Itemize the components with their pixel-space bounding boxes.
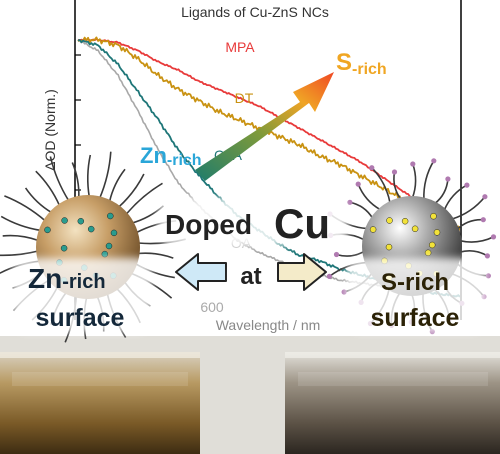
ligand-chain bbox=[0, 215, 42, 232]
s-rich-annotation: S-rich bbox=[336, 49, 387, 78]
surface-atom bbox=[105, 242, 113, 250]
right-caption-surface: surface bbox=[371, 304, 460, 332]
ligand-chain bbox=[35, 170, 61, 207]
ligand-end-group bbox=[431, 158, 437, 164]
surface-atom bbox=[77, 217, 85, 225]
ligand-chain bbox=[2, 234, 39, 242]
surface-atom bbox=[411, 225, 419, 233]
ligand-end-group bbox=[391, 169, 398, 175]
left-block-arrow bbox=[175, 253, 227, 291]
surface-atom bbox=[428, 241, 436, 249]
ligand-chain bbox=[98, 151, 112, 199]
ligand-end-group bbox=[445, 176, 451, 182]
surface-atom bbox=[433, 229, 441, 236]
ligand-chain bbox=[411, 163, 417, 199]
surface-atom bbox=[110, 229, 118, 237]
left-caption-surface: surface bbox=[36, 304, 125, 332]
ligand-chain bbox=[86, 154, 92, 198]
cu-text: Cu bbox=[274, 200, 330, 247]
doped-text: Doped bbox=[165, 209, 252, 240]
series-line-mpa bbox=[77, 38, 460, 234]
ligand-end-group bbox=[333, 251, 340, 258]
ligand-end-group bbox=[482, 194, 488, 200]
ligand-chain bbox=[108, 168, 126, 203]
surface-atom bbox=[430, 212, 437, 220]
ligand-chain bbox=[71, 162, 80, 198]
y-axis-label: ΔOD (Norm.) bbox=[42, 89, 58, 171]
left-vial bbox=[0, 352, 200, 454]
chart-title: Ligands of Cu-ZnS NCs bbox=[181, 4, 329, 20]
ligand-end-group bbox=[347, 199, 353, 205]
ligand-chain bbox=[137, 252, 174, 259]
ligand-chain bbox=[357, 183, 381, 211]
ligand-end-group bbox=[341, 289, 347, 295]
ligand-end-group bbox=[410, 161, 416, 167]
ligand-chain bbox=[125, 182, 163, 216]
ligand-chain bbox=[24, 187, 53, 214]
ligand-chain bbox=[459, 236, 494, 243]
ligand-chain bbox=[423, 160, 435, 200]
surface-atom bbox=[107, 212, 114, 220]
surface-atom bbox=[369, 226, 377, 233]
ligand-end-group bbox=[490, 234, 497, 240]
ligand-end-group bbox=[484, 253, 490, 259]
surface-atom bbox=[385, 243, 393, 251]
ligand-end-group bbox=[326, 273, 332, 279]
ligand-end-group bbox=[369, 165, 375, 171]
ligand-end-group bbox=[480, 217, 486, 223]
surface-atom bbox=[101, 250, 109, 258]
left-caption-title: Zn-rich bbox=[28, 263, 106, 294]
ligand-chain bbox=[434, 178, 449, 205]
surface-atom bbox=[401, 217, 409, 225]
series-label-mpa: MPA bbox=[225, 39, 255, 55]
surface-atom bbox=[424, 249, 432, 257]
ligand-chain bbox=[443, 184, 468, 211]
ligand-chain bbox=[49, 156, 70, 202]
x-axis-label: Wavelength / nm bbox=[216, 317, 321, 333]
ligand-chain bbox=[117, 173, 145, 208]
surface-atom bbox=[44, 226, 51, 234]
series-label-dt: DT bbox=[235, 90, 254, 106]
ligand-end-group bbox=[355, 181, 361, 187]
ligand-chain bbox=[349, 201, 374, 219]
left-caption: Zn-rich surface bbox=[12, 258, 152, 332]
right-block-arrow bbox=[277, 253, 327, 291]
ligand-chain bbox=[371, 167, 391, 204]
surface-atom bbox=[386, 217, 393, 224]
at-text: at bbox=[240, 263, 261, 290]
zn-rich-annotation: Zn-rich bbox=[140, 143, 202, 169]
right-caption: S-rich surface bbox=[346, 258, 486, 332]
ligand-chain bbox=[459, 249, 488, 257]
surface-atom bbox=[61, 217, 68, 224]
ligand-end-group bbox=[485, 273, 491, 279]
surface-atom bbox=[87, 225, 95, 233]
ligand-chain bbox=[451, 196, 486, 220]
ligand-chain bbox=[0, 250, 39, 257]
ligand-chain bbox=[4, 195, 46, 222]
trend-arrow bbox=[195, 72, 334, 181]
doped-cu-label: Doped Cu bbox=[158, 198, 348, 247]
right-vial bbox=[285, 352, 500, 454]
right-caption-title: S-rich bbox=[381, 269, 449, 296]
surface-atom bbox=[60, 244, 68, 252]
ligand-chain bbox=[336, 250, 365, 257]
ligand-end-group bbox=[464, 182, 470, 188]
x-tick-label-600: 600 bbox=[200, 299, 224, 315]
